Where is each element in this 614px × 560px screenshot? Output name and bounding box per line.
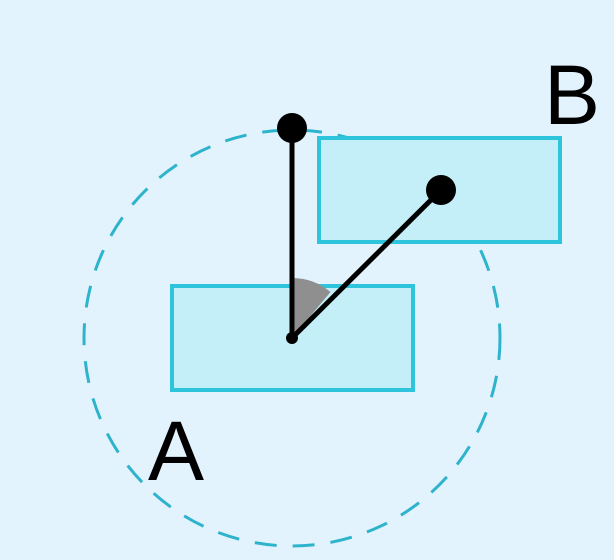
rotation-circle	[82, 128, 502, 548]
pivot-point	[286, 332, 298, 344]
rotated-arm	[289, 187, 444, 341]
label-b: B	[544, 48, 600, 142]
rotated-arm-end-point	[426, 175, 456, 205]
label-a: A	[148, 404, 204, 498]
vertical-arm-end-point	[277, 113, 307, 143]
angle-wedge	[292, 278, 331, 338]
